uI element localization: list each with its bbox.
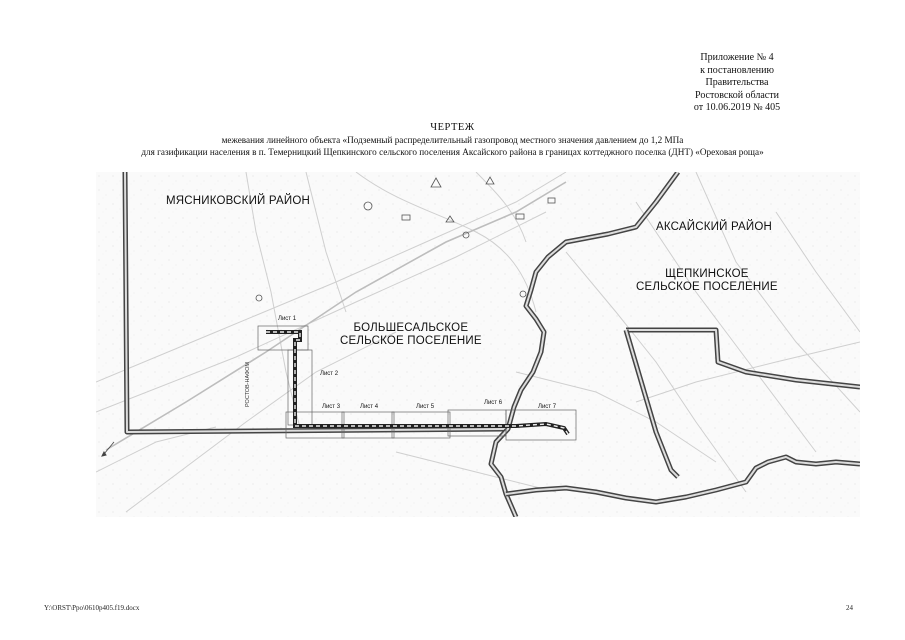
title-line-2: для газификации населения в п. Темерницк…: [141, 146, 764, 157]
settlement-label-line: ЩЕПКИНСКОЕ: [665, 268, 749, 280]
sheet-label-6: Лист 6: [484, 400, 503, 406]
appendix-line: Правительства: [705, 77, 769, 89]
sheet-label-7: Лист 7: [538, 404, 557, 410]
settlement-label-shchepkinskoe: ЩЕПКИНСКОЕ СЕЛЬСКОЕ ПОСЕЛЕНИЕ: [636, 268, 778, 294]
settlement-label-line: СЕЛЬСКОЕ ПОСЕЛЕНИЕ: [340, 335, 482, 347]
settlement-label-line: СЕЛЬСКОЕ ПОСЕЛЕНИЕ: [636, 281, 778, 293]
map-symbols: [255, 176, 556, 302]
sheet-label-1: Лист 1: [278, 316, 297, 322]
appendix-line: Приложение № 4: [700, 52, 774, 63]
map-canvas: [96, 172, 860, 517]
appendix-block: Приложение № 4 к постановлению Правитель…: [647, 52, 827, 115]
sheet-label-2: Лист 2: [320, 371, 339, 377]
map-drawing: МЯСНИКОВСКИЙ РАЙОН АКСАЙСКИЙ РАЙОН БОЛЬШ…: [96, 172, 860, 517]
page-title: ЧЕРТЕЖ: [430, 122, 475, 133]
region-label-myasnikovsky: МЯСНИКОВСКИЙ РАЙОН: [166, 195, 310, 207]
appendix-line: к постановлению: [700, 64, 774, 76]
gas-pipeline: [266, 330, 570, 436]
road-label: РОСТОВ-НАФОМ: [245, 361, 251, 407]
appendix-line: от 10.06.2019 № 405: [693, 102, 781, 114]
terrain-lines: [96, 172, 860, 513]
settlement-label-bolshesalskoe: БОЛЬШЕСАЛЬСКОЕ СЕЛЬСКОЕ ПОСЕЛЕНИЕ: [340, 322, 482, 348]
major-road: [105, 181, 567, 451]
file-path: Y:\ORST\Ppo\0610p405.f19.docx: [44, 604, 140, 612]
sheet-label-3: Лист 3: [322, 404, 341, 410]
page-number: 24: [846, 604, 853, 612]
sheet-label-4: Лист 4: [360, 404, 379, 410]
title-block: ЧЕРТЕЖ межевания линейного объекта «Подз…: [60, 122, 845, 158]
sheet-label-5: Лист 5: [416, 404, 435, 410]
region-label-aksaysky: АКСАЙСКИЙ РАЙОН: [656, 221, 773, 233]
map-background: [96, 172, 860, 517]
district-boundary: [122, 172, 860, 517]
appendix-line: Ростовской области: [695, 89, 779, 101]
title-line-1: межевания линейного объекта «Подземный р…: [221, 135, 684, 145]
settlement-label-line: БОЛЬШЕСАЛЬСКОЕ: [353, 322, 469, 334]
direction-arrow: [101, 441, 115, 457]
